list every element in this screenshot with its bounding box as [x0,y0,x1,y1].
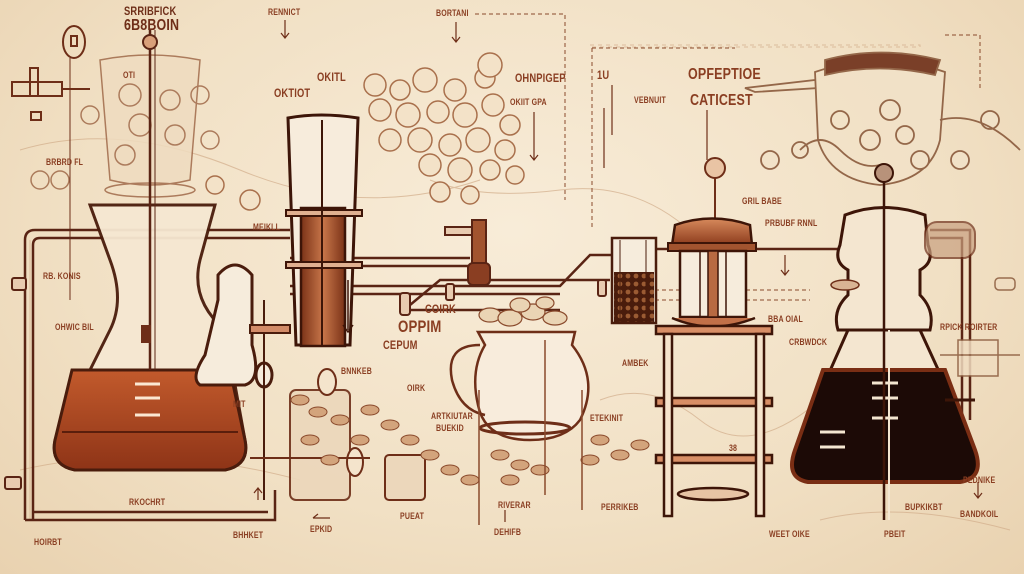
label-opfeptioe: OPFEPTIOE [688,66,761,83]
pointer-arrows [253,20,983,522]
label-bhhket: BHHKET [233,530,264,540]
bean-jar [250,368,426,501]
label-dehifb: DEHIFB [494,527,522,537]
label-bnnkeb: BNNKEB [341,366,372,376]
label-pednike: PEDNIKE [963,475,996,485]
label-hoirbt: HOIRBT [34,537,62,547]
label-oirk: OIRK [407,383,426,393]
filter-housing [940,277,1020,377]
label-ohwic-bil: OHWIC BIL [55,322,94,332]
label-oti: OTI [123,70,136,80]
label-gril-babe: GRIL BABE [742,196,782,206]
label-cepum: CEPUM [383,338,418,352]
label-rpick-roirter: RPICK ROIRTER [940,322,998,332]
label-weet-oike: WEET OIKE [769,529,810,539]
label-srribfick: SRRIBFICK [124,4,177,18]
label-riverar: RIVERAR [498,500,531,510]
french-press [667,157,757,328]
label-bupkikbt: BUPKIKBT [905,502,943,512]
label-vebnuit: VEBNUIT [634,95,666,105]
label-1u: 1U [597,68,610,82]
label-bandkoil: BANDKOIL [960,509,999,519]
label-mit: MIT [233,399,246,409]
label-okiit-gpa: OKIIT GPA [510,97,547,107]
label-bba-oial: BBA OIAL [768,314,803,324]
label-oppim: OPPIM [398,317,442,336]
pitcher [449,296,590,525]
label-crbwdck: CRBWDCK [789,337,828,347]
label-buekid: BUEKID [436,423,464,433]
label-rb-konis: RB. KONIS [43,271,81,281]
bean-cluster [205,52,525,211]
label-perrikeb: PERRIKEB [601,502,639,512]
chemex-flask [52,30,248,472]
funnel-tube [194,263,291,500]
label-etekinit: ETEKINIT [590,413,624,423]
label-caticest: CATICEST [690,92,753,109]
pipe-fittings [4,219,607,490]
label-pueat: PUEAT [400,511,425,521]
ladder-stand [654,324,774,518]
label-rkochrt: RKOCHRT [129,497,166,507]
label-meikll: MEIKLL [253,222,281,232]
label-artkiutar: ARTKIUTAR [431,411,473,421]
label-prbubf-rnnl: PRBUBF RNNL [765,218,818,228]
label-38: 38 [729,443,738,453]
copper-column [285,113,363,348]
label-brbrd-fl: BRBRD FL [46,157,84,167]
label-coirk: COIRK [425,302,456,316]
siphon-top [744,51,1021,186]
label-okitl: OKITL [317,70,346,84]
label-rennict: RENNICT [268,7,301,17]
label-bortani: BORTANI [436,8,469,18]
label-epkid: EPKID [310,524,333,534]
erlenmeyer-flask [790,163,980,520]
label-oktiot: OKTIOT [274,86,311,100]
label-pbeit: PBEIT [884,529,906,539]
ground-coffee-jar [610,236,658,325]
label-ohnpigep: OHNPIGEP [515,71,566,85]
valve-gadget [11,25,90,300]
label-6b8boin: 6B8BOIN [124,17,180,34]
label-ambek: AMBEK [622,358,649,368]
